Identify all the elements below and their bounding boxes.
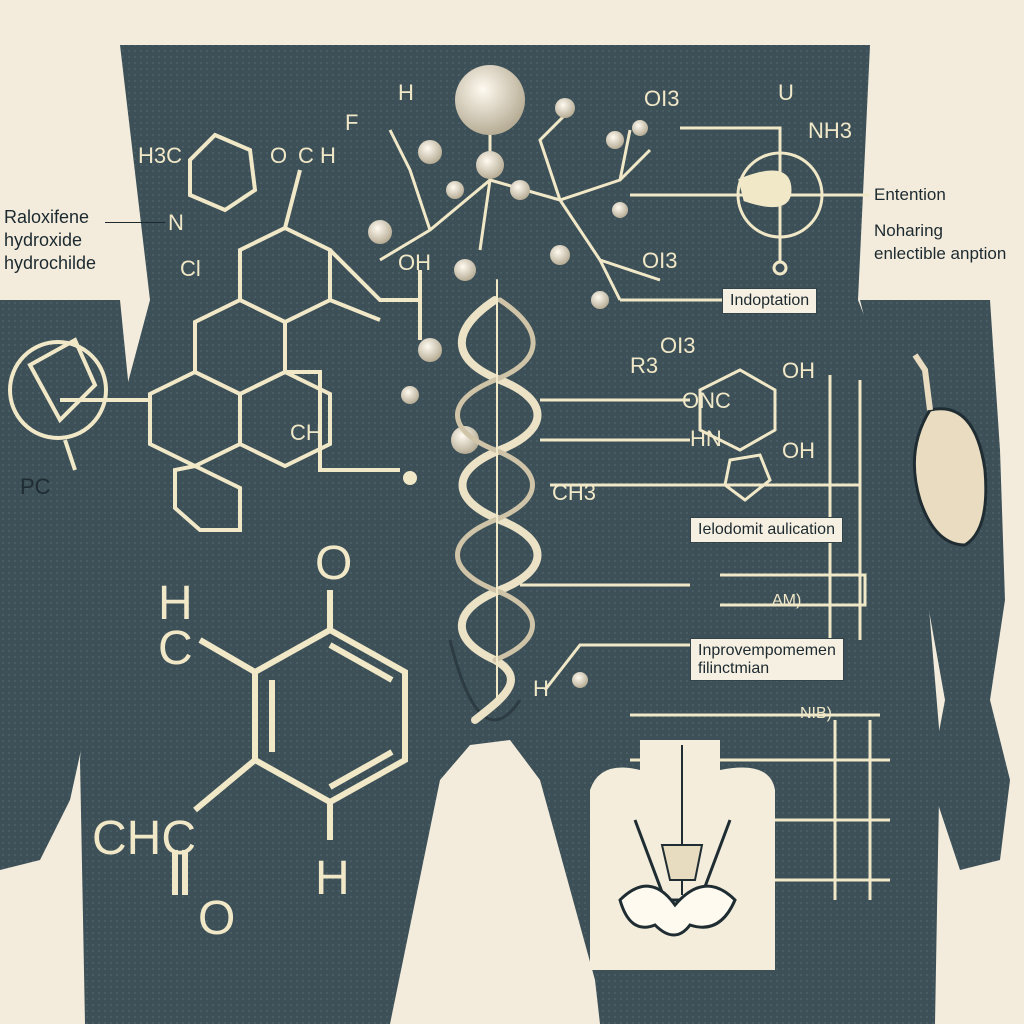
- chem-c-h: C H: [298, 143, 336, 168]
- label-box-aulication: Ielodomit aulication: [690, 517, 843, 543]
- chem-oh-right-2: OH: [782, 438, 815, 463]
- chem-h-top: H: [398, 80, 414, 105]
- chem-big-h: H: [158, 577, 193, 630]
- dna-helix: [455, 279, 542, 724]
- right-label-entention: Entention: [874, 185, 946, 204]
- label-box-inprovement-line-1: Inprovempomemen: [698, 642, 836, 659]
- chem-ol-mid: OI3: [642, 248, 678, 273]
- organ-illustration: [912, 353, 988, 547]
- chem-ch-mid: CH: [290, 420, 322, 445]
- chem-ol-right: OI3: [660, 333, 696, 358]
- chem-nh3: NH3: [808, 118, 853, 143]
- compound-name-line-1: Raloxifene: [4, 207, 90, 227]
- chem-o-top: O: [270, 143, 288, 168]
- chem-u-top: U: [778, 80, 794, 105]
- chem-big-c: C: [158, 622, 193, 675]
- right-label-anption: enlectible anption: [874, 244, 1007, 263]
- large-benzene-ring: [172, 590, 408, 895]
- pelvis-diagram: [590, 740, 775, 970]
- chem-cl-left: Cl: [180, 256, 201, 281]
- chem-ol-top: OI3: [644, 86, 680, 111]
- left-molecule-structure: [148, 132, 422, 532]
- chem-oh-mid: OH: [398, 250, 431, 275]
- chem-onc: ONC: [682, 388, 731, 413]
- chem-big-o-top: O: [315, 537, 353, 590]
- chem-big-o-bottom: O: [198, 892, 236, 945]
- chem-f-top: F: [345, 110, 359, 135]
- compound-name-line-2: hydroxide: [4, 230, 83, 250]
- left-ring-diagram: [8, 337, 150, 471]
- compound-name-leader: [105, 222, 165, 223]
- chem-h3c: H3C: [138, 143, 183, 168]
- axis-label-am: AM): [772, 592, 802, 609]
- chem-h-lower: H: [533, 676, 549, 701]
- chem-r3: R3: [630, 353, 659, 378]
- chem-ch3: CH3: [552, 480, 597, 505]
- chem-oh-right-1: OH: [782, 358, 815, 383]
- right-label-noharing: Noharing: [874, 221, 943, 240]
- chem-big-h-bottom: H: [315, 852, 350, 905]
- axis-label-nib: NIB): [800, 705, 832, 722]
- left-arm: [0, 300, 132, 870]
- central-molecule-cluster: [368, 65, 661, 688]
- label-box-inprovement-line-2: filinctmian: [698, 659, 770, 677]
- chem-hn: HN: [690, 426, 722, 451]
- chem-n-left: N: [168, 210, 184, 235]
- label-box-inprovement: Inprovempomemen filinctmian: [690, 638, 844, 682]
- compound-name-line-3: hydrochilde: [4, 253, 97, 273]
- chem-big-chc: CHC: [92, 812, 196, 865]
- chem-pc: PC: [20, 474, 51, 499]
- label-box-indoptation: Indoptation: [722, 288, 818, 314]
